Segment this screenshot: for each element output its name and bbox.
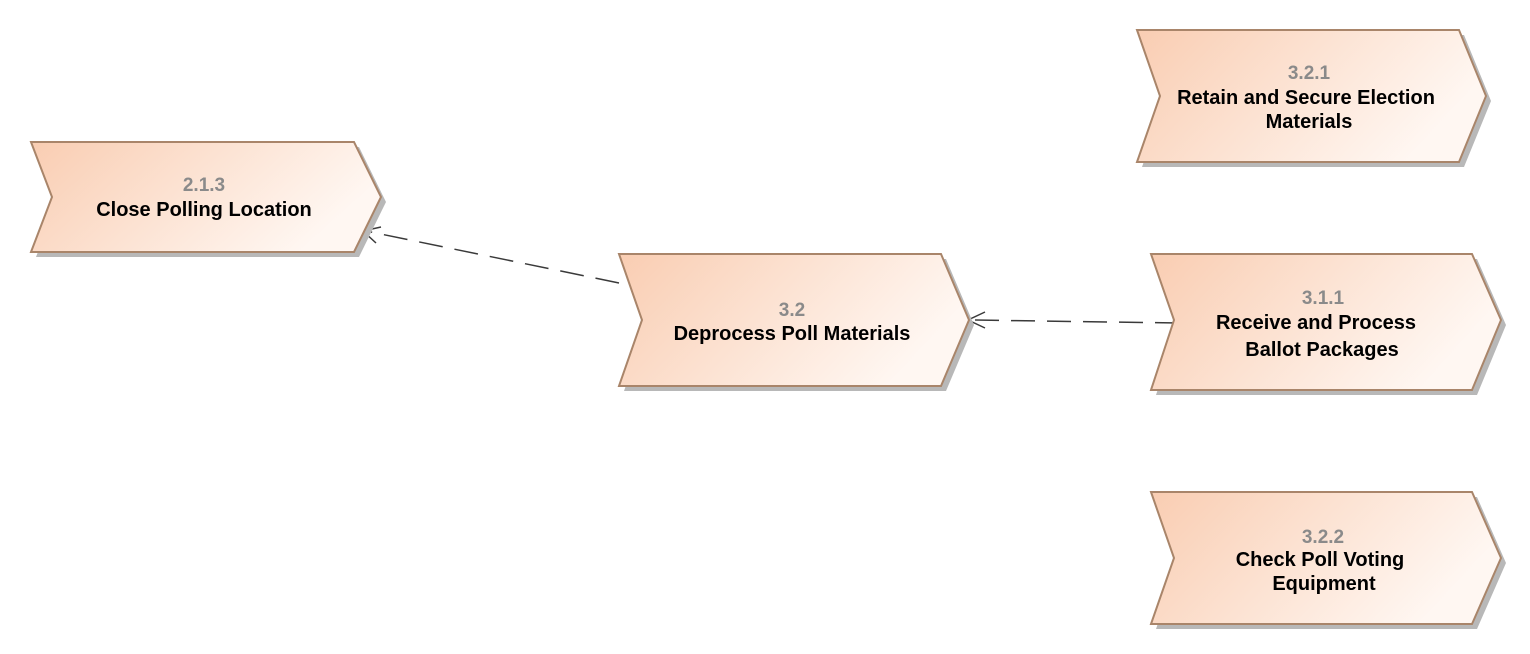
- process-3-2[interactable]: 3.2 Deprocess Poll Materials: [617, 253, 974, 391]
- process-number: 3.2.1: [1288, 63, 1331, 84]
- process-3-2-2[interactable]: 3.2.2 Check Poll Voting Equipment: [1149, 491, 1506, 629]
- dependency-line: [970, 319, 1180, 324]
- process-number: 3.2: [779, 300, 805, 321]
- chevron-shape: [1135, 29, 1488, 163]
- chevron-shape: [617, 253, 971, 387]
- connector-3-2-to-2-1-3[interactable]: [361, 226, 620, 284]
- chevron-shape: [1149, 253, 1503, 391]
- process-3-1-1[interactable]: 3.1.1 Receive and Process Ballot Package…: [1149, 253, 1506, 395]
- process-label-line-1: Check Poll Voting: [1236, 549, 1405, 571]
- connector-3-1-1-to-3-2[interactable]: [966, 311, 1180, 329]
- process-label: Deprocess Poll Materials: [674, 323, 911, 345]
- process-label-line-1: Retain and Secure Election: [1177, 87, 1435, 109]
- process-number: 3.2.2: [1302, 527, 1344, 548]
- chevron-shape: [29, 141, 383, 253]
- chevron-shape: [1149, 491, 1503, 625]
- process-label: Close Polling Location: [96, 199, 312, 221]
- process-number: 3.1.1: [1302, 288, 1345, 309]
- process-3-2-1[interactable]: 3.2.1 Retain and Secure Election Materia…: [1135, 29, 1491, 167]
- dependency-line: [365, 230, 620, 284]
- process-2-1-3[interactable]: 2.1.3 Close Polling Location: [29, 141, 386, 257]
- process-label-line-2: Ballot Packages: [1245, 339, 1398, 361]
- process-label-line-2: Equipment: [1272, 573, 1376, 595]
- process-label-line-1: Receive and Process: [1216, 312, 1416, 334]
- process-label-line-2: Materials: [1266, 111, 1353, 133]
- process-number: 2.1.3: [183, 175, 225, 196]
